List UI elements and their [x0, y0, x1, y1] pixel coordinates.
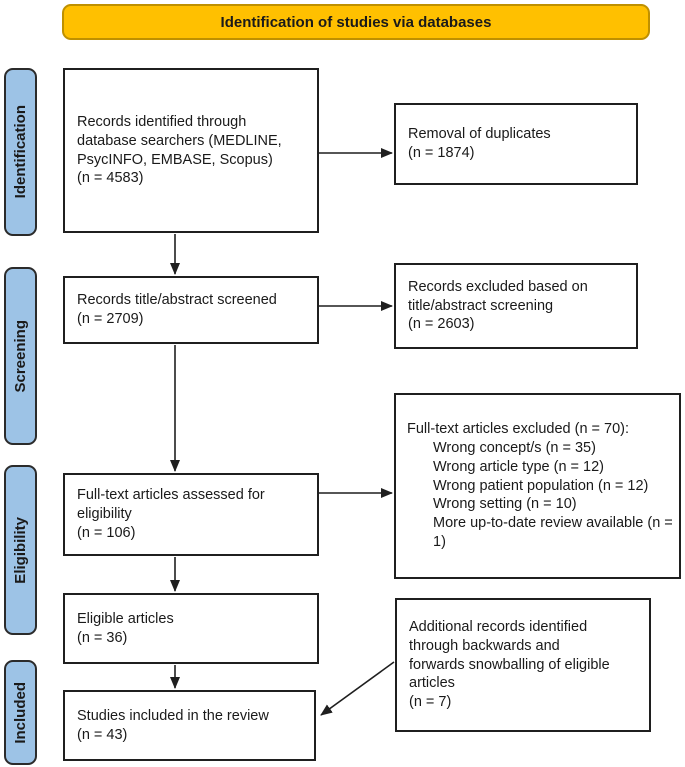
box-snowballing-text: Additional records identified through ba…	[409, 618, 610, 692]
box-studies-included-count: (n = 43)	[77, 726, 128, 743]
box-title-abstract-excluded-count: (n = 2603)	[408, 316, 475, 333]
banner-label: Identification of studies via databases	[220, 13, 492, 31]
box-records-identified-count: (n = 4583)	[77, 170, 144, 187]
stage-screening-label: Screening	[12, 319, 29, 393]
box-title-abstract-excluded-text: Records excluded based on title/abstract…	[408, 278, 588, 314]
banner-identification-of-studies: Identification of studies via databases	[62, 4, 650, 40]
box-records-identified: Records identified through database sear…	[63, 68, 319, 233]
box-studies-included: Studies included in the review (n = 43)	[63, 690, 316, 761]
box-snowballing: Additional records identified through ba…	[395, 598, 651, 732]
box-snowballing-count: (n = 7)	[409, 694, 452, 711]
stage-eligibility-label: Eligibility	[12, 516, 29, 584]
box-title-abstract-excluded: Records excluded based on title/abstract…	[394, 263, 638, 349]
box-eligible-articles-text: Eligible articles	[77, 610, 174, 627]
stage-included: Included	[4, 660, 37, 765]
box-title-abstract-screened-text: Records title/abstract screened	[77, 292, 277, 309]
stage-identification: Identification	[4, 68, 37, 236]
stage-identification-label: Identification	[12, 105, 29, 199]
stage-included-label: Included	[12, 681, 29, 744]
exclusion-reason-wrong-article-type: Wrong article type (n = 12)	[433, 458, 604, 475]
stage-screening: Screening	[4, 267, 37, 445]
exclusion-reason-wrong-concept: Wrong concept/s (n = 35)	[433, 439, 596, 456]
box-fulltext-excluded-title: Full-text articles excluded (n = 70):	[407, 421, 630, 438]
box-duplicates-removed-count: (n = 1874)	[408, 145, 475, 161]
exclusion-reason-wrong-population: Wrong patient population (n = 12)	[433, 477, 649, 494]
box-duplicates-removed: Removal of duplicates (n = 1874)	[394, 103, 638, 185]
box-title-abstract-screened: Records title/abstract screened (n = 270…	[63, 276, 319, 344]
box-records-identified-text: Records identified through database sear…	[77, 113, 282, 168]
box-duplicates-removed-text: Removal of duplicates	[408, 126, 551, 143]
exclusion-reason-newer-review: More up-to-date review available (n = 1)	[433, 515, 673, 551]
box-eligible-articles: Eligible articles (n = 36)	[63, 593, 319, 664]
arrow-snowballing-to-included	[320, 661, 395, 716]
box-fulltext-excluded: Full-text articles excluded (n = 70): Wr…	[394, 393, 681, 579]
stage-eligibility: Eligibility	[4, 465, 37, 635]
box-fulltext-assessed: Full-text articles assessed for eligibil…	[63, 473, 319, 556]
box-fulltext-assessed-count: (n = 106)	[77, 524, 136, 541]
box-eligible-articles-count: (n = 36)	[77, 629, 128, 646]
box-studies-included-text: Studies included in the review	[77, 707, 269, 724]
box-title-abstract-screened-count: (n = 2709)	[77, 311, 144, 327]
exclusion-reason-wrong-setting: Wrong setting (n = 10)	[433, 496, 577, 513]
box-fulltext-assessed-text: Full-text articles assessed for eligibil…	[77, 487, 265, 523]
